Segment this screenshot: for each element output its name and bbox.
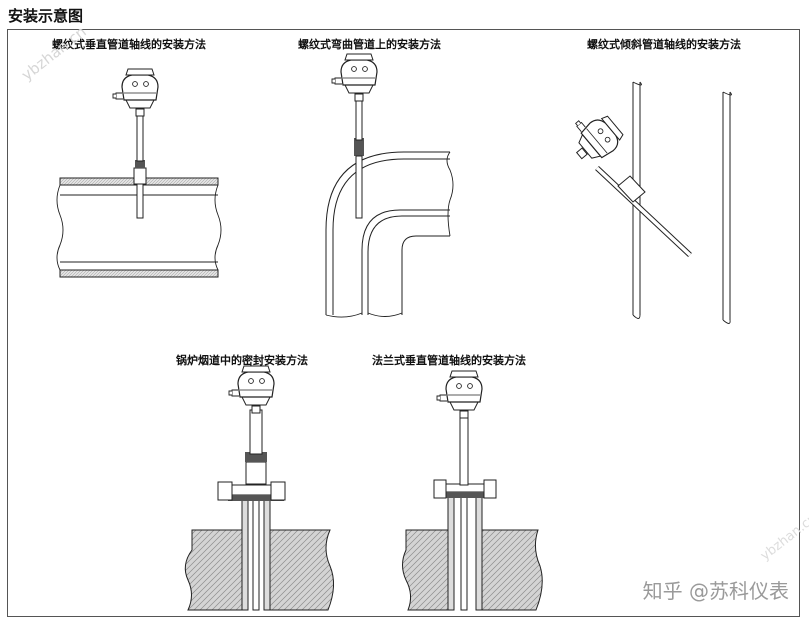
caption-inclined-thread: 螺纹式倾斜管道轴线的安装方法 (587, 38, 741, 51)
watermark-corner: 知乎 @苏科仪表 (642, 579, 789, 603)
figure-boiler-flue (184, 365, 334, 611)
figure-elbow-thread (325, 53, 454, 318)
diagram-frame (7, 29, 800, 617)
page-title: 安装示意图 (8, 7, 84, 25)
figure-vertical-thread (56, 68, 222, 278)
figure-inclined-thread (561, 81, 732, 324)
caption-flange-vertical: 法兰式垂直管道轴线的安装方法 (372, 354, 526, 367)
caption-boiler-flue: 锅炉烟道中的密封安装方法 (176, 354, 308, 367)
caption-vertical-thread: 螺纹式垂直管道轴线的安装方法 (52, 38, 206, 51)
caption-elbow-thread: 螺纹式弯曲管道上的安装方法 (298, 38, 441, 51)
figure-flange-vertical (402, 370, 543, 611)
